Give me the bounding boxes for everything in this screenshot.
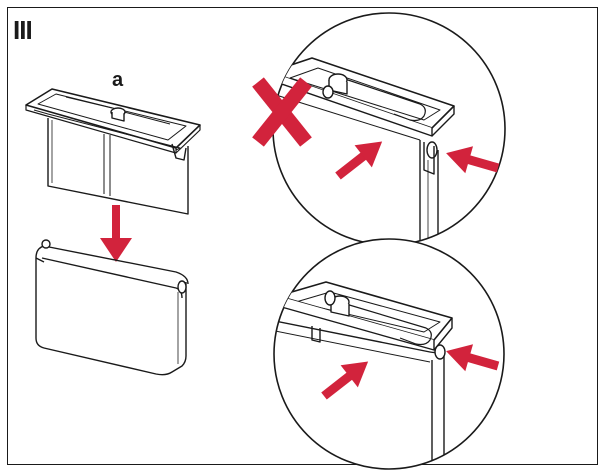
arrow-icon <box>321 361 369 400</box>
detail-correct-circle <box>273 238 505 470</box>
arrow-icon <box>335 141 383 180</box>
detail-wrong-circle <box>272 12 506 246</box>
cross-mark-icon <box>252 77 312 147</box>
down-arrow-icon <box>100 205 132 262</box>
water-container <box>35 239 189 376</box>
step-number: III <box>13 15 33 45</box>
arrow-icon <box>446 146 500 174</box>
arrow-icon <box>446 344 500 372</box>
filter-insert <box>25 88 201 215</box>
part-label-a: a <box>112 69 124 91</box>
